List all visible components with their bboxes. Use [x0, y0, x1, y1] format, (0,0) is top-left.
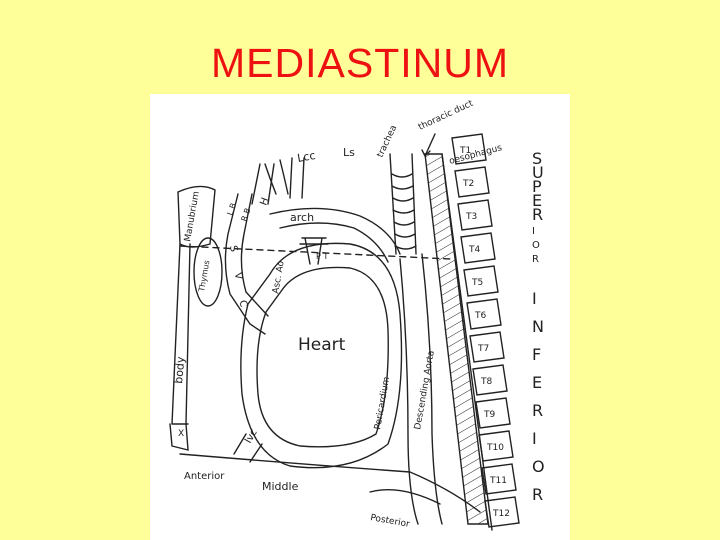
label-anterior: Anterior — [184, 471, 225, 482]
inferior-letter: R — [532, 401, 543, 420]
vertebra-label: T10 — [486, 443, 504, 453]
label-asc-ao: Asc. Ao — [271, 260, 287, 295]
label-arch: arch — [290, 211, 314, 224]
label-middle: Middle — [262, 480, 299, 493]
inferior-letter: I — [532, 429, 537, 448]
superior-letter: R — [532, 205, 543, 224]
vertebra-label: T1 — [459, 146, 471, 156]
superior-letter: O — [532, 240, 540, 251]
inferior-letter: N — [532, 317, 544, 336]
label-svc: S V C — [227, 245, 250, 317]
vertebra-label: T2 — [462, 179, 474, 189]
superior-letter: R — [532, 254, 539, 265]
vertebra-label: T7 — [477, 344, 489, 354]
label-x: X — [178, 429, 184, 439]
label-pericardium: Pericardium — [373, 376, 392, 430]
label-thoracic-duct: thoracic duct — [417, 98, 475, 132]
label-oesophagus: oesophagus — [448, 143, 503, 167]
vertebra-label: T9 — [483, 410, 495, 420]
inferior-letter: R — [532, 485, 543, 504]
inferior-letter: I — [532, 289, 537, 308]
inferior-letter: E — [532, 373, 542, 392]
vertebra-label: T5 — [471, 278, 483, 288]
label-heart: Heart — [298, 335, 346, 355]
label-lb: L B — [225, 202, 238, 217]
label-trachea: trachea — [376, 124, 400, 159]
mediastinum-diagram: Lcc Ls trachea thoracic duct oesophagus … — [150, 94, 570, 540]
vertebra-label: T12 — [492, 509, 510, 519]
vertebra-label: T11 — [489, 476, 507, 486]
label-descending-aorta: Descending Aorta — [413, 350, 437, 431]
vertebra-label: T4 — [468, 245, 480, 255]
label-manubrium: Manubrium — [183, 190, 202, 242]
label-posterior: Posterior — [369, 513, 410, 530]
label-pt: P T — [316, 252, 328, 261]
slide-title: MEDIASTINUM — [0, 40, 720, 87]
label-body: body — [172, 356, 187, 385]
inferior-letter: O — [532, 457, 545, 476]
label-lcc: Lcc — [296, 149, 316, 165]
label-h: H — [258, 196, 271, 207]
vertebra-label: T8 — [480, 377, 492, 387]
inferior-letter: F — [532, 345, 541, 364]
label-rb: R B — [239, 207, 252, 223]
vertebra-label: T6 — [474, 311, 486, 321]
label-ls: Ls — [343, 146, 355, 159]
vertebra-label: T3 — [465, 212, 477, 222]
label-ivc: Ivc — [243, 428, 260, 446]
superior-letter: I — [532, 226, 535, 237]
label-thymus: Thymus — [197, 260, 212, 294]
